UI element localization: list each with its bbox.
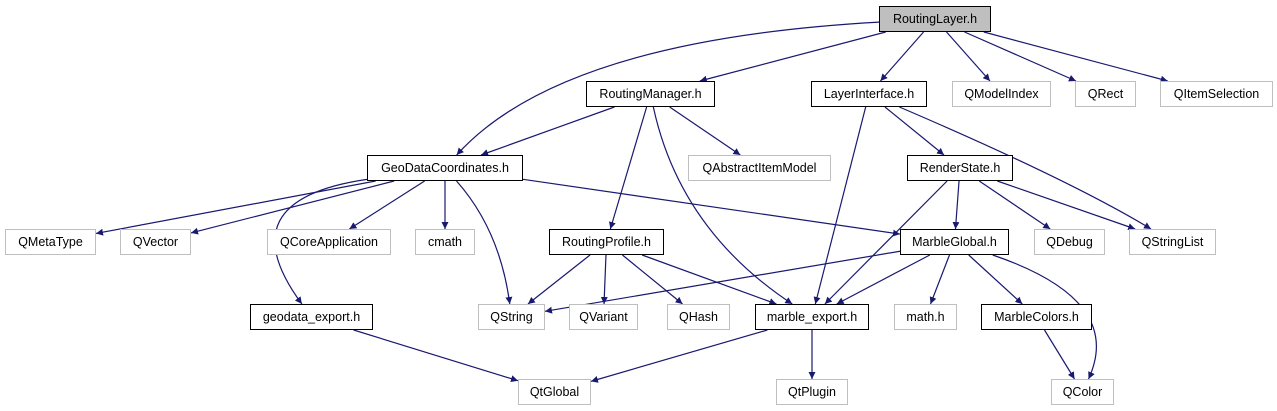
node-marble-export[interactable]: marble_export.h (755, 304, 869, 330)
node-qcoreapplication[interactable]: QCoreApplication (267, 229, 391, 255)
edge-renderstate-to-qdebug (978, 180, 1051, 230)
edge-geodatacoordinates-to-qvector (190, 180, 395, 235)
node-marbleglobal[interactable]: MarbleGlobal.h (900, 229, 1009, 255)
edge-routingprofile-to-qstring (527, 254, 591, 305)
node-qvariant[interactable]: QVariant (569, 304, 638, 330)
node-qtglobal[interactable]: QtGlobal (518, 379, 591, 405)
node-qhash[interactable]: QHash (667, 304, 730, 330)
node-qdebug[interactable]: QDebug (1034, 229, 1105, 255)
edge-routingmanager-to-qabstractitemmodel (669, 106, 741, 156)
edge-layerinterface-to-qstringlist (899, 106, 1152, 230)
node-geodata-export[interactable]: geodata_export.h (250, 304, 373, 330)
edge-marblecolors-to-qcolor (1043, 329, 1076, 380)
edge-marbleglobal-to-qstring (544, 250, 901, 314)
node-qstringlist[interactable]: QStringList (1129, 229, 1216, 255)
node-layerinterface[interactable]: LayerInterface.h (811, 81, 927, 107)
edge-routinglayer-to-layerinterface (879, 31, 925, 82)
edge-routinglayer-to-qitemselection (983, 31, 1168, 83)
edge-marbleglobal-to-marblecolors (968, 254, 1023, 305)
edge-marbleglobal-to-math (929, 254, 951, 305)
edge-marbleglobal-to-marble_export (836, 254, 931, 305)
edge-routinglayer-to-qmodelindex (946, 31, 991, 82)
node-routingprofile[interactable]: RoutingProfile.h (549, 229, 664, 255)
node-routingmanager[interactable]: RoutingManager.h (586, 81, 715, 107)
edge-routingprofile-to-marble_export (641, 254, 777, 305)
edge-geodatacoordinates-to-qstring (456, 180, 513, 305)
node-qabstractitemmodel[interactable]: QAbstractItemModel (688, 155, 831, 181)
edge-geodatacoordinates-to-geodata_export (274, 178, 368, 305)
edge-routingmanager-to-geodatacoordinates (480, 106, 615, 156)
edge-routingprofile-to-qhash (622, 254, 683, 305)
node-qmetatype[interactable]: QMetaType (5, 229, 96, 255)
node-routinglayer[interactable]: RoutingLayer.h (879, 6, 991, 32)
edge-renderstate-to-marbleglobal (952, 180, 960, 230)
edge-geodatacoordinates-to-qmetatype (95, 180, 376, 236)
edge-geodatacoordinates-to-marbleglobal (522, 178, 901, 237)
edge-renderstate-to-qstringlist (997, 180, 1136, 231)
node-qitemselection[interactable]: QItemSelection (1160, 81, 1273, 107)
node-renderstate[interactable]: RenderState.h (907, 155, 1013, 181)
edge-geodatacoordinates-to-qcoreapplication (349, 180, 425, 230)
edge-layerinterface-to-renderstate (884, 106, 945, 156)
node-qvector[interactable]: QVector (120, 229, 191, 255)
node-qcolor[interactable]: QColor (1051, 379, 1114, 405)
node-qstring[interactable]: QString (478, 304, 545, 330)
edge-geodata_export-to-qtglobal (353, 329, 519, 383)
node-qtplugin[interactable]: QtPlugin (776, 379, 848, 405)
edge-marble_export-to-qtglobal (590, 329, 768, 383)
edge-routingmanager-to-routingprofile (609, 106, 648, 230)
node-qrect[interactable]: QRect (1075, 81, 1136, 107)
edge-routingprofile-to-qvariant (600, 254, 608, 305)
node-marblecolors[interactable]: MarbleColors.h (981, 304, 1092, 330)
node-math[interactable]: math.h (894, 304, 957, 330)
node-cmath[interactable]: cmath (415, 229, 475, 255)
edge-routinglayer-to-qrect (964, 31, 1077, 82)
edge-routinglayer-to-routingmanager (699, 31, 886, 83)
edge-routinglayer-to-geodatacoordinates (456, 21, 880, 156)
node-qmodelindex[interactable]: QModelIndex (952, 81, 1051, 107)
edge-routingmanager-to-marble_export (652, 106, 793, 305)
node-geodatacoordinates[interactable]: GeoDataCoordinates.h (367, 155, 523, 181)
edge-layerinterface-to-marble_export (813, 106, 867, 305)
edge-renderstate-to-marble_export (824, 180, 948, 305)
